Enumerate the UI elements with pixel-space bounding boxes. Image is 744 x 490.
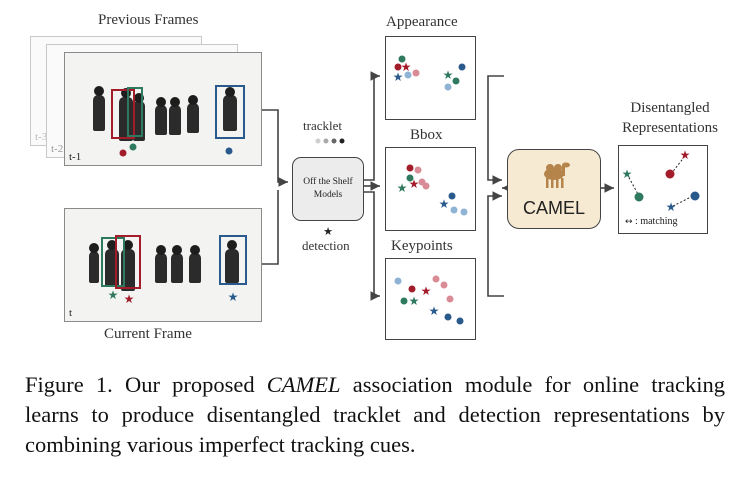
red-dot bbox=[119, 149, 127, 157]
red-star-icon: ★ bbox=[420, 284, 432, 298]
green-star-icon: ★ bbox=[396, 181, 408, 195]
caption-prefix: Figure 1. bbox=[25, 372, 113, 397]
disentangled-label: Disentangled Representations bbox=[610, 98, 730, 138]
matching-arrow-icon: ↔ bbox=[625, 217, 633, 227]
flow-arrows bbox=[262, 71, 614, 301]
frame-t: ★ ★ ★ t bbox=[64, 208, 262, 322]
camel-module: CAMEL bbox=[507, 149, 601, 229]
frame-t-label: t bbox=[69, 307, 73, 319]
blue-star-icon: ★ bbox=[428, 304, 440, 318]
green-box bbox=[127, 87, 143, 137]
blue-star-icon: ★ bbox=[438, 197, 450, 211]
bbox-label: Bbox bbox=[410, 127, 443, 143]
tracklet-dot-2 bbox=[323, 138, 329, 144]
frame-t-1: t-1 bbox=[64, 52, 262, 166]
appearance-panel: ★ ★ ★ bbox=[385, 36, 476, 120]
blue-dot bbox=[690, 191, 700, 201]
blue-star-icon: ★ bbox=[392, 70, 404, 84]
tracklet-dot-4 bbox=[339, 138, 345, 144]
green-star-icon: ★ bbox=[621, 167, 633, 181]
green-dot bbox=[129, 143, 137, 151]
red-dot bbox=[665, 169, 675, 179]
detection-star-icon: ★ bbox=[323, 225, 333, 238]
blue-box bbox=[215, 85, 245, 139]
red-box bbox=[115, 235, 141, 289]
green-star-icon: ★ bbox=[442, 68, 454, 82]
caption-before: Our proposed bbox=[124, 372, 255, 397]
current-frame-label: Current Frame bbox=[104, 326, 192, 342]
matching-label: : matching bbox=[635, 216, 678, 227]
blue-star-icon: ★ bbox=[227, 290, 239, 304]
disentangled-text: Disentangled Representations bbox=[622, 100, 718, 136]
representations-panel: ★ ★ ★ ↔ : matching bbox=[618, 145, 708, 234]
red-star-icon: ★ bbox=[400, 60, 412, 74]
bbox-panel: ★ ★ ★ bbox=[385, 147, 476, 231]
tracklet-label: tracklet bbox=[303, 118, 342, 133]
frame-t-2-label: t-2 bbox=[51, 143, 64, 155]
camel-label: CAMEL bbox=[522, 198, 585, 218]
figure-caption: Figure 1. Our proposed CAMEL association… bbox=[25, 370, 725, 460]
tracklet-dot-1 bbox=[315, 138, 321, 144]
matching-lines bbox=[626, 155, 694, 207]
previous-frames-label: Previous Frames bbox=[98, 12, 199, 28]
models-label: Off the Shelf Models bbox=[303, 177, 353, 200]
green-dot bbox=[634, 192, 644, 202]
tracklet-dot-3 bbox=[331, 138, 337, 144]
matching-legend: ↔ : matching bbox=[625, 216, 678, 227]
detection-label: detection bbox=[302, 238, 350, 253]
caption-after: association module for online tracking l… bbox=[25, 372, 726, 457]
green-star-icon: ★ bbox=[408, 294, 420, 308]
keypoints-label: Keypoints bbox=[391, 238, 453, 254]
red-box bbox=[111, 89, 135, 139]
green-star-icon: ★ bbox=[107, 288, 119, 302]
blue-box bbox=[219, 235, 247, 285]
appearance-label: Appearance bbox=[386, 14, 458, 30]
red-star-icon: ★ bbox=[679, 148, 691, 162]
blue-dot bbox=[225, 147, 233, 155]
blue-star-icon: ★ bbox=[665, 200, 677, 214]
red-star-icon: ★ bbox=[123, 292, 135, 306]
frame-t-1-label: t-1 bbox=[69, 151, 82, 163]
keypoints-panel: ★ ★ ★ bbox=[385, 258, 476, 340]
caption-emph: CAMEL bbox=[266, 372, 341, 397]
camel-icon bbox=[544, 162, 570, 188]
green-box bbox=[101, 237, 125, 287]
frame-t-3-label: t-3 bbox=[35, 131, 48, 143]
red-star-icon: ★ bbox=[408, 177, 420, 191]
off-the-shelf-models-box: Off the Shelf Models bbox=[292, 157, 364, 221]
